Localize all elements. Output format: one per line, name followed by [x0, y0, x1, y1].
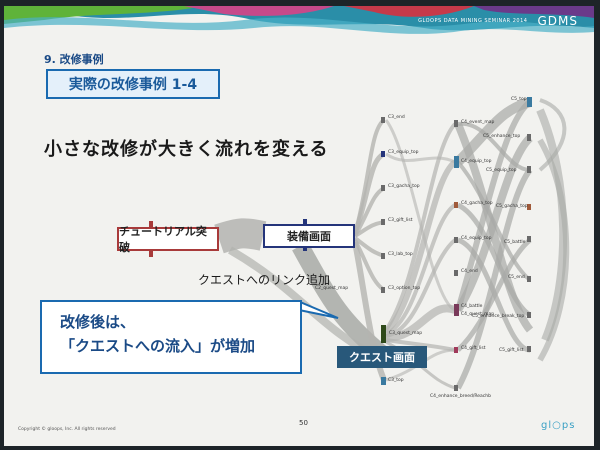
- label-c5-equip-top: C5_equip_top: [486, 168, 517, 173]
- label-c3-quest-map: C3_quest_map: [389, 331, 423, 336]
- label-c5-end: C5_end: [508, 275, 525, 280]
- label-c5-battle: C5_battle: [504, 240, 526, 245]
- label-c3-lab-top: C3_lab_top: [388, 252, 413, 257]
- section-label: 9. 改修事例: [44, 53, 104, 66]
- label-c4-gift-list: C4_gift_list: [461, 346, 486, 351]
- node-tutorial: チュートリアル突破: [117, 225, 219, 254]
- title-box: 実際の改修事例 1-4: [46, 69, 220, 99]
- event-name: GLOOPS DATA MINING SEMINAR 2014: [418, 18, 528, 24]
- label-c4-enhance: C4_enhance_breed/Reachb: [430, 394, 491, 399]
- brand-logo: GDMS: [537, 14, 578, 28]
- label-c2-quest-map: C2_quest_map: [315, 286, 349, 291]
- title-text: 実際の改修事例 1-4: [68, 77, 198, 93]
- link-caption: クエストへのリンク追加: [198, 273, 331, 287]
- callout-line-2: 「クエストへの流入」が増加: [60, 337, 256, 355]
- label-c4-end: C4_end: [461, 269, 478, 274]
- label-c3-top: C3_top: [388, 378, 404, 383]
- label-c5-top: C5_top: [511, 97, 527, 102]
- label-c3-gacha-top: C3_gacha_top: [388, 184, 420, 189]
- callout-box: 改修後は、 「クエストへの流入」が増加: [40, 300, 302, 374]
- node-quest-screen: クエスト画面: [337, 346, 427, 368]
- label-c3-equip-top: C3_equip_top: [388, 150, 419, 155]
- header-banner: [4, 6, 594, 34]
- label-c4-battle: C4_battle: [461, 304, 483, 309]
- label-c4-equip-top-2: C4_equip_top: [461, 236, 492, 241]
- label-c5-gacha-top: C5_gacha_top: [496, 204, 528, 209]
- label-c3-end: C3_end: [388, 115, 405, 120]
- label-c4-event-map: C4_event_map: [461, 120, 495, 125]
- label-c4-gacha-top: C4_gacha_top: [461, 201, 493, 206]
- label-c3-option-top: C3_option_top: [388, 286, 421, 291]
- label-c3-gift-list: C3_gift_list: [388, 218, 413, 223]
- callout-line-1: 改修後は、: [60, 313, 136, 331]
- headline: 小さな改修が大きく流れを変える: [44, 139, 329, 160]
- label-c4-equip-top: C4_equip_top: [461, 159, 492, 164]
- label-c5-enhance-break: C5_enhance_break_top: [472, 314, 525, 319]
- page-number: 50: [299, 419, 308, 427]
- label-c5-gift-list: C5_gift_list: [499, 348, 524, 353]
- gloops-logo: gl○ps: [541, 420, 576, 431]
- node-equip-screen: 装備画面: [263, 224, 355, 248]
- label-c5-enhance-top: C5_enhance_top: [483, 134, 521, 139]
- copyright: Copyright © gloops, Inc. All rights rese…: [18, 427, 116, 432]
- header-text: GLOOPS DATA MINING SEMINAR 2014 GDMS: [418, 14, 578, 28]
- label-c4-quest-map: C4_quest_map: [461, 312, 495, 317]
